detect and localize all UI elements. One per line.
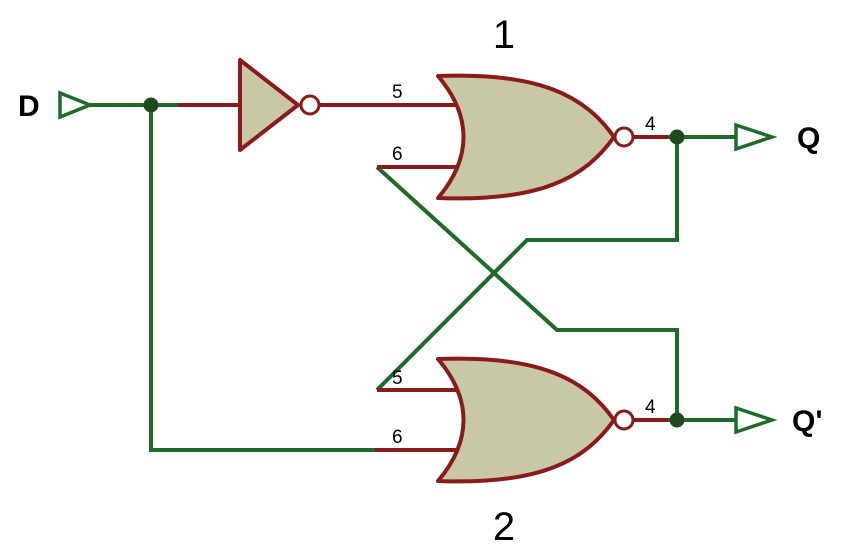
red-pin-leads — [178, 103, 668, 452]
terminal-qbar-arrow — [734, 405, 778, 435]
port-qbar-label: Q' — [792, 405, 822, 438]
inverter — [238, 58, 321, 152]
wire-feedback-qbar — [375, 165, 679, 420]
terminal-q-arrow — [734, 122, 778, 152]
gate-1-pin-4-label: 4 — [645, 114, 656, 135]
nor-gate-2 — [436, 356, 635, 484]
nor-gate-2-bubble — [613, 409, 635, 431]
inverter-bubble — [299, 94, 321, 116]
junction-qbar — [669, 412, 685, 428]
gate-1-number: 1 — [493, 13, 515, 57]
junction-d — [143, 97, 159, 113]
wire-feedback-q — [375, 137, 679, 392]
gate-2-pin-5-label: 5 — [392, 368, 403, 389]
gate-2-pin-4-label: 4 — [645, 397, 656, 418]
junction-q — [669, 129, 685, 145]
nor-gate-2-body — [436, 356, 616, 484]
terminals — [58, 90, 778, 435]
wire-d-to-gate2 — [149, 105, 375, 452]
nor-gate-1-bubble — [613, 126, 635, 148]
nor-gate-1-body — [436, 73, 616, 201]
gate-1-pin-6-label: 6 — [392, 144, 403, 165]
port-q-label: Q — [797, 122, 820, 155]
gate-1-pin-5-label: 5 — [392, 82, 403, 103]
gate-2-pin-6-label: 6 — [392, 427, 403, 448]
nor-gate-1 — [436, 73, 635, 201]
inverter-body — [238, 58, 300, 152]
terminal-d-arrow — [58, 90, 95, 120]
junctions — [143, 97, 685, 428]
port-d-label: D — [18, 90, 40, 123]
green-wires — [90, 103, 736, 452]
gate-2-number: 2 — [493, 505, 515, 549]
labels: 1 2 5 6 4 5 6 4 D Q Q' — [18, 13, 822, 549]
